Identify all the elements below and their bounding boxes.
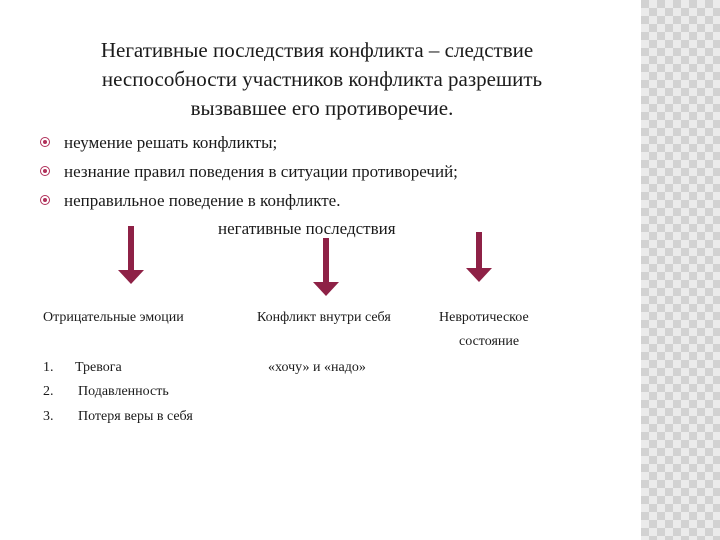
bullet-circle-icon (40, 166, 50, 176)
decorative-side-band (641, 0, 720, 540)
list-item: 3. Потеря веры в себя (43, 407, 193, 427)
list-item: 2. Подавленность (43, 382, 169, 402)
list-number: 2. (43, 384, 54, 399)
bullet-text: неправильное поведение в конфликте. (64, 191, 341, 210)
list-number: 1. (43, 360, 54, 375)
column-label-emotions: Отрицательные эмоции (43, 310, 184, 325)
column-label-neurotic: Невротическое (439, 310, 529, 325)
arrow-down-icon (118, 226, 144, 284)
list-text: Подавленность (78, 384, 169, 399)
arrow-down-icon (313, 238, 339, 296)
list-item: 1. Тревога (43, 358, 122, 378)
list-number: 3. (43, 409, 54, 424)
bullet-item: незнание правил поведения в ситуации про… (40, 157, 458, 186)
list-text: Потеря веры в себя (78, 409, 193, 424)
bullet-text: неумение решать конфликты; (64, 133, 278, 152)
bullet-list: неумение решать конфликты; незнание прав… (40, 128, 458, 215)
bullet-item: неумение решать конфликты; (40, 128, 458, 157)
slide-title: Негативные последствия конфликта – следс… (100, 38, 543, 120)
list-text: Тревога (75, 360, 122, 375)
subheading: негативные последствия (218, 219, 396, 238)
bullet-item: неправильное поведение в конфликте. (40, 186, 458, 215)
arrow-down-icon (466, 232, 492, 282)
column-label-inner-conflict: Конфликт внутри себя (257, 310, 391, 325)
column-label-state: состояние (459, 334, 520, 349)
bullet-circle-icon (40, 137, 50, 147)
bullet-circle-icon (40, 195, 50, 205)
bullet-text: незнание правил поведения в ситуации про… (64, 162, 458, 181)
inner-conflict-detail: «хочу» и «надо» (268, 360, 366, 375)
